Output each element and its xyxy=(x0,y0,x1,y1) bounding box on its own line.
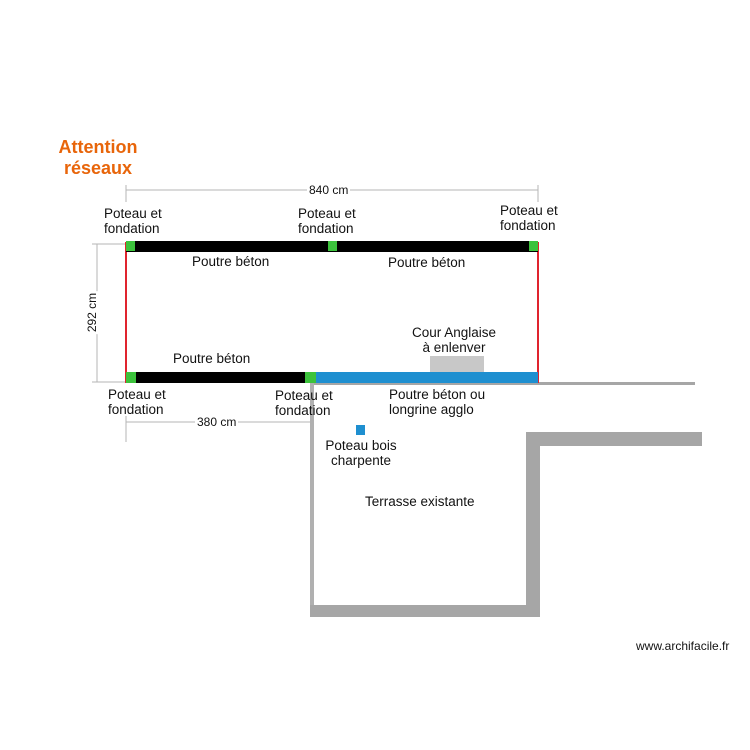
beam-bottom-left xyxy=(126,372,312,383)
post-label-top-right: Poteau et fondation xyxy=(500,203,558,233)
cour-anglaise-block xyxy=(430,356,484,372)
dimension-width-total: 840 cm xyxy=(307,183,351,197)
terrace-bottom-wall xyxy=(310,605,540,617)
dimension-width-partial: 380 cm xyxy=(195,415,239,429)
beam-label-bottom-right: Poutre béton ou longrine agglo xyxy=(389,387,486,417)
credit-link[interactable]: www.archifacile.fr xyxy=(636,639,730,653)
terrace-top-right-wall xyxy=(526,432,702,446)
post-label-top-left: Poteau et fondation xyxy=(104,206,162,236)
terrace-right-wall xyxy=(526,432,540,617)
cour-anglaise-label: Cour Anglaise à enlenver xyxy=(411,325,497,355)
warning-networks: Attention réseaux xyxy=(58,137,138,178)
dimension-height: 292 cm xyxy=(85,290,100,335)
post-label-top-middle: Poteau et fondation xyxy=(298,206,356,236)
post-marker-top-middle xyxy=(328,241,337,251)
post-label-bottom-middle: Poteau et fondation xyxy=(275,388,333,418)
ground-line xyxy=(312,382,695,385)
beam-label-top-right: Poutre béton xyxy=(388,255,466,270)
post-marker-bottom-left xyxy=(126,372,136,383)
terrace-left-wall xyxy=(310,383,314,617)
beam-label-top-left: Poutre béton xyxy=(192,254,270,269)
terrace-walls xyxy=(310,382,702,617)
beam-bottom-right xyxy=(312,372,538,383)
wood-post-label: Poteau bois charpente xyxy=(325,438,397,468)
post-label-bottom-left: Poteau et fondation xyxy=(108,387,166,417)
beam-top-left xyxy=(126,241,331,252)
post-marker-bottom-middle xyxy=(305,372,316,383)
wood-post-marker xyxy=(356,425,365,435)
post-marker-top-right xyxy=(529,241,538,251)
beam-top-right xyxy=(331,241,538,252)
beam-label-bottom-left: Poutre béton xyxy=(173,351,251,366)
terrace-label: Terrasse existante xyxy=(365,494,475,509)
post-marker-top-left xyxy=(126,241,135,251)
